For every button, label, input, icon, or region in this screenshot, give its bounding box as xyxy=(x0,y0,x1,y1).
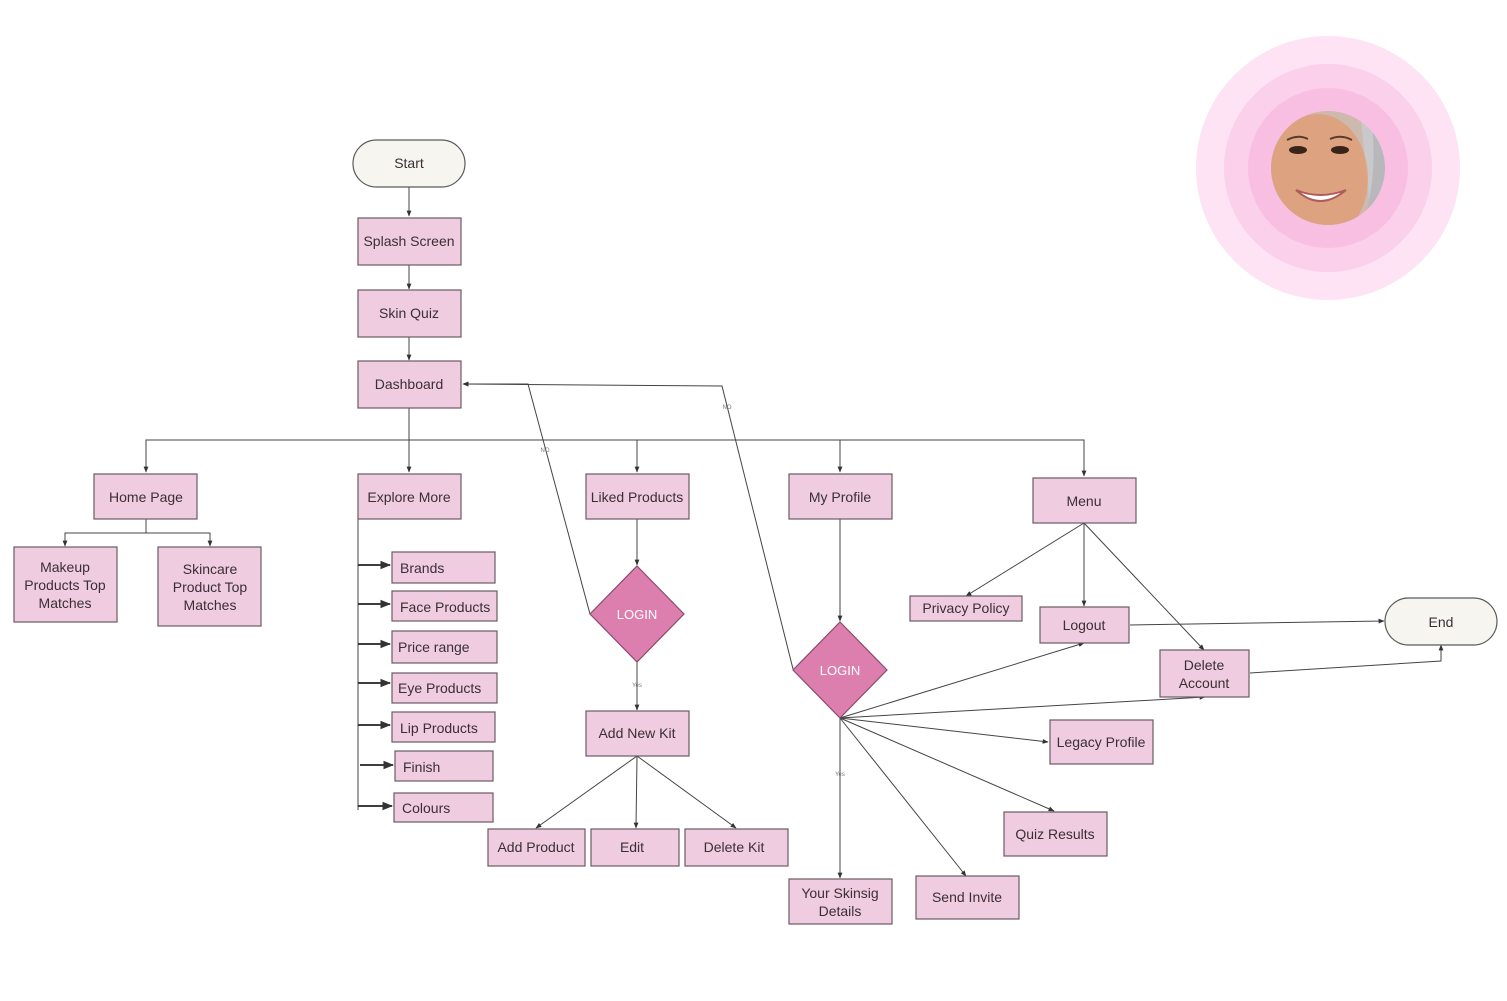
node-end-label: End xyxy=(1429,614,1454,630)
node-quiz-results[interactable]: Quiz Results xyxy=(1003,811,1108,857)
node-makeup-label-2: Products Top xyxy=(24,577,106,593)
edge-login2-quizresults xyxy=(839,717,1055,812)
node-explore-more[interactable]: Explore More xyxy=(357,473,462,520)
node-face-products[interactable]: Face Products xyxy=(391,590,498,622)
node-privacy-policy-label: Privacy Policy xyxy=(922,600,1009,616)
node-lip-products-label: Lip Products xyxy=(400,720,478,736)
edge-dashboard-profile xyxy=(409,439,843,473)
node-skincare-label-3: Matches xyxy=(184,597,237,613)
node-edit[interactable]: Edit xyxy=(590,828,680,867)
node-skin-quiz[interactable]: Skin Quiz xyxy=(357,289,462,338)
node-login-decision-2[interactable]: LOGIN xyxy=(792,621,888,719)
edge-label-no-2: NO xyxy=(723,405,732,411)
node-skincare-matches[interactable]: Skincare Product Top Matches xyxy=(157,546,262,627)
node-legacy-profile-label: Legacy Profile xyxy=(1057,734,1146,750)
node-eye-products[interactable]: Eye Products xyxy=(391,672,498,704)
node-delete-account[interactable]: Delete Account xyxy=(1159,649,1250,698)
node-add-product-label: Add Product xyxy=(497,839,574,855)
node-liked-products[interactable]: Liked Products xyxy=(585,473,690,520)
node-splash-screen[interactable]: Splash Screen xyxy=(357,217,462,266)
node-my-profile-label: My Profile xyxy=(809,489,871,505)
edge-home-skincare xyxy=(146,532,213,547)
node-brands-label: Brands xyxy=(400,560,444,576)
edge-login2-invite xyxy=(839,717,967,877)
node-login-2-label: LOGIN xyxy=(820,663,860,678)
node-legacy-profile[interactable]: Legacy Profile xyxy=(1049,719,1154,765)
node-add-new-kit[interactable]: Add New Kit xyxy=(585,710,690,757)
node-my-profile[interactable]: My Profile xyxy=(788,473,893,520)
edge-login2-logout xyxy=(839,642,1085,719)
edge-label-yes-2: Yes xyxy=(835,772,845,778)
node-start-label: Start xyxy=(394,155,424,171)
node-skinsig-label-2: Details xyxy=(819,903,862,919)
edge-login2-legacy xyxy=(839,717,1049,744)
node-splash-screen-label: Splash Screen xyxy=(363,233,454,249)
node-quiz-results-label: Quiz Results xyxy=(1015,826,1094,842)
edge-logout-end xyxy=(1129,618,1385,626)
face-portrait-image xyxy=(1271,111,1385,225)
edge-menu-privacy xyxy=(965,522,1085,597)
edge-label-yes-1: Yes xyxy=(632,683,642,689)
node-liked-products-label: Liked Products xyxy=(591,489,684,505)
node-menu-label: Menu xyxy=(1066,493,1101,509)
node-logout-label: Logout xyxy=(1063,617,1106,633)
edge-dashboard-menu xyxy=(409,439,1087,477)
node-finish[interactable]: Finish xyxy=(394,750,494,782)
node-menu[interactable]: Menu xyxy=(1032,477,1137,524)
node-end[interactable]: End xyxy=(1384,597,1498,646)
node-makeup-label-3: Matches xyxy=(39,595,92,611)
node-start[interactable]: Start xyxy=(352,139,466,188)
node-send-invite[interactable]: Send Invite xyxy=(915,875,1020,920)
node-add-product[interactable]: Add Product xyxy=(487,828,586,867)
node-login-decision-1[interactable]: LOGIN xyxy=(589,565,685,663)
node-explore-more-label: Explore More xyxy=(367,489,450,505)
node-finish-label: Finish xyxy=(403,759,440,775)
node-skincare-label-2: Product Top xyxy=(173,579,248,595)
edge-menu-deleteacct xyxy=(1083,522,1205,651)
node-skinsig-label-1: Your Skinsig xyxy=(801,885,878,901)
edge-label-no-1: NO xyxy=(541,448,550,454)
edge-kit-edit xyxy=(633,755,639,829)
node-colours-label: Colours xyxy=(402,800,450,816)
edge-dashboard-home xyxy=(143,408,410,473)
node-add-new-kit-label: Add New Kit xyxy=(598,725,675,741)
portrait-decoration xyxy=(1196,36,1460,300)
node-login-1-label: LOGIN xyxy=(617,607,657,622)
node-face-products-label: Face Products xyxy=(400,599,490,615)
edge-login2-deleteacct xyxy=(839,694,1206,719)
node-dashboard-label: Dashboard xyxy=(375,376,444,392)
node-edit-label: Edit xyxy=(620,839,644,855)
edge-home-makeup xyxy=(62,519,147,547)
node-delete-account-label-1: Delete xyxy=(1184,657,1225,673)
node-price-range-label: Price range xyxy=(398,639,470,655)
node-delete-kit[interactable]: Delete Kit xyxy=(684,828,789,867)
node-dashboard[interactable]: Dashboard xyxy=(357,360,462,409)
node-skinsig-details[interactable]: Your Skinsig Details xyxy=(788,878,893,925)
node-logout[interactable]: Logout xyxy=(1039,606,1130,644)
node-skincare-label-1: Skincare xyxy=(183,561,238,577)
edge-login2-no xyxy=(462,381,794,670)
edge-deleteacct-end xyxy=(1249,644,1444,674)
node-delete-account-label-2: Account xyxy=(1179,675,1230,691)
node-home-page[interactable]: Home Page xyxy=(93,473,198,520)
node-send-invite-label: Send Invite xyxy=(932,889,1002,905)
edge-kit-delete xyxy=(636,755,737,829)
node-brands[interactable]: Brands xyxy=(391,551,496,584)
node-privacy-policy[interactable]: Privacy Policy xyxy=(909,595,1023,622)
node-price-range[interactable]: Price range xyxy=(391,630,498,664)
node-makeup-label-1: Makeup xyxy=(40,559,90,575)
node-delete-kit-label: Delete Kit xyxy=(704,839,765,855)
edges xyxy=(62,187,1444,879)
node-lip-products[interactable]: Lip Products xyxy=(391,711,496,743)
edge-dashboard-liked xyxy=(409,439,640,473)
node-skin-quiz-label: Skin Quiz xyxy=(379,305,439,321)
edge-kit-addproduct xyxy=(535,755,638,829)
node-home-page-label: Home Page xyxy=(109,489,183,505)
node-eye-products-label: Eye Products xyxy=(398,680,481,696)
node-colours[interactable]: Colours xyxy=(393,792,494,823)
node-makeup-matches[interactable]: Makeup Products Top Matches xyxy=(13,546,118,623)
